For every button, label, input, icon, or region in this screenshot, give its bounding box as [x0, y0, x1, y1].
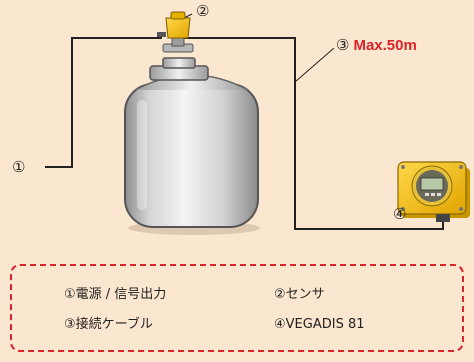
- callout-sensor: ②: [196, 2, 210, 20]
- connection-cable: [178, 37, 444, 230]
- callout-display: ④: [393, 205, 407, 223]
- legend-item-power: ①電源 / 信号出力: [64, 287, 167, 302]
- vegadis-display-icon: [397, 161, 470, 222]
- callout-cable-number: ③: [336, 36, 350, 54]
- pressure-tank-icon: [124, 57, 260, 235]
- legend-item-display: ④VEGADIS 81: [274, 317, 365, 332]
- power-signal-wire: [45, 37, 162, 168]
- legend-box: ①電源 / 信号出力 ②センサ ③接続ケーブル ④VEGADIS 81: [10, 264, 464, 352]
- cable-leader-line: [294, 47, 335, 83]
- cable-max-length: Max.50m: [353, 37, 417, 54]
- callout-power: ①: [12, 158, 26, 176]
- radar-sensor-icon: [157, 11, 194, 53]
- legend-item-sensor: ②センサ: [274, 287, 325, 302]
- legend-item-cable: ③接続ケーブル: [64, 317, 153, 332]
